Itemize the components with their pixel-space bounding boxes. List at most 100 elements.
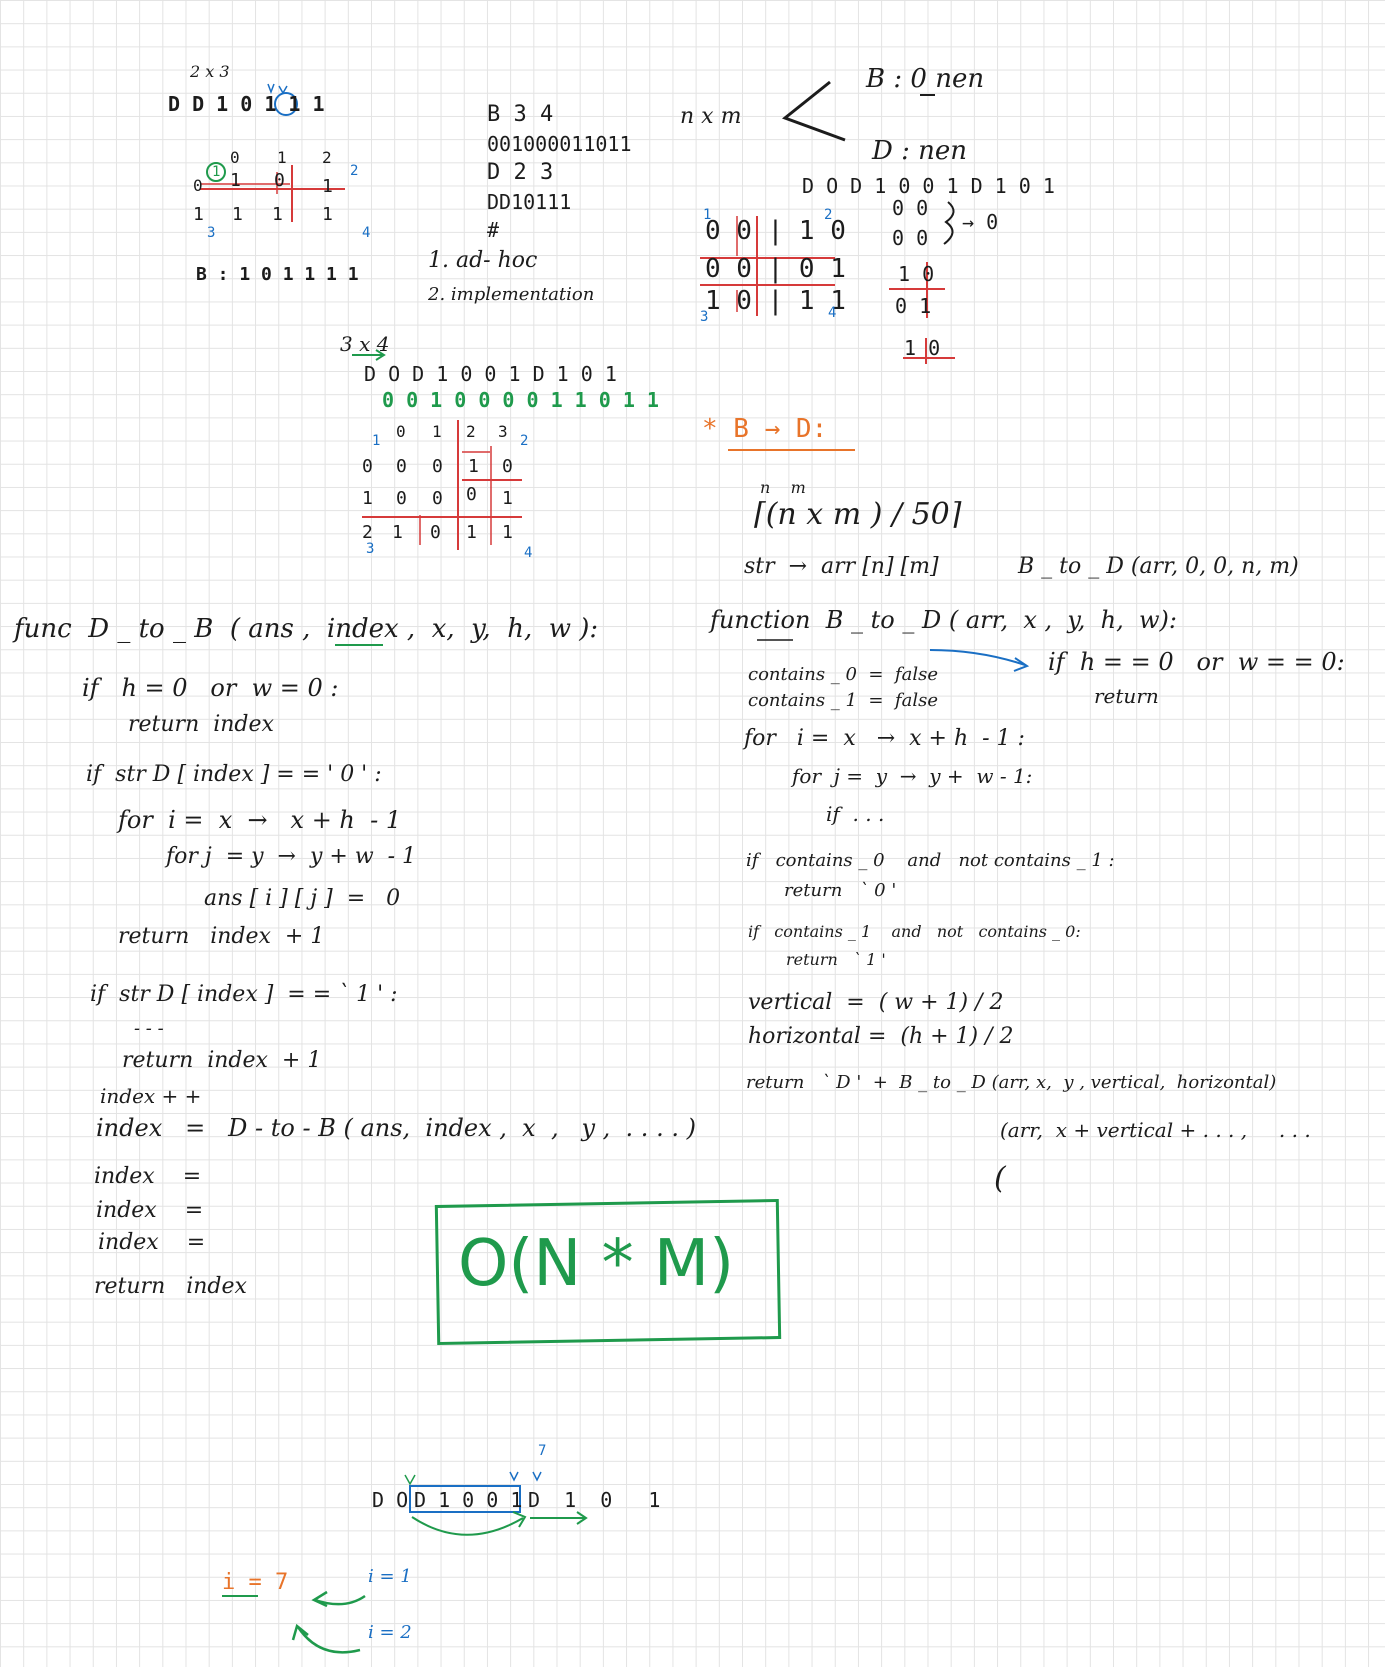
btod-paren: (: [994, 1161, 1006, 1196]
mid-stream: D O D 1 0 0 1 D 1 0 1: [364, 362, 617, 386]
tl-mark-4: 4: [362, 225, 371, 241]
tl-cell-11: 1: [272, 204, 283, 225]
tr-arrow-zero: → 0: [962, 210, 999, 234]
tl-col-0: 0: [230, 148, 240, 167]
dtob-if-one: if str D [ index ] = = ` 1 ' :: [90, 982, 398, 1007]
btod-return-d: return ` D ' + B _ to _ D (arr, x, y , v…: [746, 1072, 1277, 1093]
tl-cell-10: 1: [232, 204, 243, 225]
category-impl: 2. implementation: [428, 284, 595, 305]
dtob-if-zero: if str D [ index ] = = ' 0 ' :: [86, 762, 382, 787]
dtob-for-i: for i = x → x + h - 1: [118, 806, 402, 834]
bottom-stream-prefix: D O: [372, 1488, 409, 1512]
btod-heading: * B → D:: [702, 414, 828, 444]
mid-row-idx: 2: [362, 522, 373, 543]
mid-cell: 0: [432, 488, 443, 509]
tl-mark-2: 2: [350, 163, 359, 179]
tl-cell-02: 1: [322, 176, 333, 197]
mid-mark-2: 2: [520, 433, 529, 449]
tl-mark-1: 1: [212, 164, 221, 180]
mid-row-idx: 1: [362, 488, 373, 509]
bottom-i1: i = 1: [368, 1566, 412, 1587]
mid-mark-4: 4: [524, 545, 533, 561]
tr-grid-row-0: 0 0 | 1 0: [705, 216, 846, 246]
mid-col-1: 1: [432, 422, 442, 441]
bottom-stream-suffix: D 1 0 1: [528, 1488, 661, 1512]
sample-line-2: 001000011011: [487, 132, 632, 156]
mid-dims: 3 x 4: [340, 332, 390, 356]
mid-row-idx: 0: [362, 456, 373, 477]
tl-result: B : 1 0 1 1 1 1: [196, 264, 359, 285]
dtob-ans: ans [ i ] [ j ] = 0: [204, 886, 401, 911]
mid-cell: 1: [502, 488, 513, 509]
bottom-stream-box: D 1 0 0 1: [414, 1488, 523, 1512]
mid-cell: 0: [432, 456, 443, 477]
btod-for-i: for i = x → x + h - 1 :: [744, 726, 1025, 751]
tr-mark-3: 3: [700, 309, 709, 325]
bottom-seven: 7: [538, 1443, 547, 1459]
tr-branch-b: B : 0 nen: [866, 64, 985, 94]
tr-branch-d: D : nen: [872, 136, 968, 166]
dtob-dots: - - -: [134, 1018, 164, 1039]
mid-cell: 1: [502, 522, 513, 543]
btod-ret-1: return ` 1 ': [786, 950, 886, 969]
tl-stream: D D 1 0 1 1 1: [168, 92, 325, 116]
tr-sub-row-0: 1 0: [898, 262, 935, 286]
btod-for-j: for j = y → y + w - 1:: [792, 764, 1033, 788]
mid-cell: 1: [392, 522, 403, 543]
tr-mark-4: 4: [828, 305, 837, 321]
btod-if-1: if contains _ 1 and not contains _ 0:: [748, 922, 1081, 941]
dtob-return-final: return index: [94, 1274, 247, 1299]
mid-col-2: 2: [466, 422, 476, 441]
btod-nm: n m: [760, 478, 806, 497]
dtob-func: func D _ to _ B ( ans , index , x, y, h,…: [14, 614, 599, 644]
btod-if-dots: if . . .: [826, 802, 885, 826]
btod-contains-1: contains _ 1 = false: [748, 690, 938, 711]
dtob-index-eq-1: index =: [94, 1164, 202, 1189]
tl-cell-01: 0: [274, 170, 285, 191]
mid-cell: 1: [466, 522, 477, 543]
sample-line-1: B 3 4: [487, 102, 554, 127]
btod-next-call: (arr, x + vertical + . . . , . . .: [1000, 1118, 1311, 1142]
tl-col-2: 2: [322, 148, 332, 167]
tr-mark-2: 2: [824, 207, 833, 223]
sample-line-5: #: [487, 218, 500, 242]
dtob-for-j: for j = y → y + w - 1: [166, 844, 417, 869]
mid-col-0: 0: [396, 422, 406, 441]
category-adhoc: 1. ad- hoc: [428, 248, 538, 273]
tr-stream: D O D 1 0 0 1 D 1 0 1: [802, 174, 1055, 198]
mid-cell: 0: [430, 522, 441, 543]
dtob-return-inc-2: return index + 1: [122, 1048, 322, 1073]
tr-small-row-1: 0 0: [892, 226, 929, 250]
tl-row0-idx: 0: [193, 176, 203, 195]
mid-binary: 0 0 1 0 0 0 0 1 1 0 1 1: [382, 388, 659, 412]
tl-col-1: 1: [277, 148, 287, 167]
dtob-if-h: if h = 0 or w = 0 :: [82, 674, 339, 702]
btod-if-0: if contains _ 0 and not contains _ 1 :: [746, 850, 1115, 871]
dtob-return-inc: return index + 1: [118, 924, 325, 949]
complexity-label: O(N * M): [458, 1227, 735, 1301]
bottom-i2: i = 2: [368, 1622, 412, 1643]
tl-dims: 2 x 3: [190, 62, 230, 81]
mid-cell: 1: [468, 456, 479, 477]
tr-grid-row-1: 0 0 | 0 1: [705, 254, 846, 284]
mid-mark-3: 3: [366, 541, 375, 557]
mid-col-3: 3: [498, 422, 508, 441]
bottom-i7: i = 7: [222, 1570, 289, 1595]
mid-mark-1: 1: [372, 433, 381, 449]
btod-call: B _ to _ D (arr, 0, 0, n, m): [1018, 554, 1299, 579]
dtob-recursive: index = D - to - B ( ans, index , x , y …: [96, 1114, 696, 1142]
btod-contains-0: contains _ 0 = false: [748, 664, 938, 685]
btod-ret-0: return ` 0 ': [784, 880, 897, 901]
tr-small-row-0: 0 0: [892, 196, 929, 220]
dtob-index-eq-2: index =: [96, 1198, 204, 1223]
btod-horizontal: horizontal = (h + 1) / 2: [748, 1024, 1014, 1049]
tl-cell-00: 1: [230, 170, 241, 191]
btod-guard-return: return: [1094, 684, 1159, 708]
dtob-incr: index + +: [100, 1084, 202, 1108]
btod-func: function B _ to _ D ( arr, x , y, h, w):: [710, 606, 1177, 634]
tr-sub-row-1: 0 1: [895, 294, 932, 318]
sample-line-3: D 2 3: [487, 160, 554, 185]
mid-cell: 0: [502, 456, 513, 477]
btod-guard: if h = = 0 or w = = 0:: [1048, 648, 1345, 676]
